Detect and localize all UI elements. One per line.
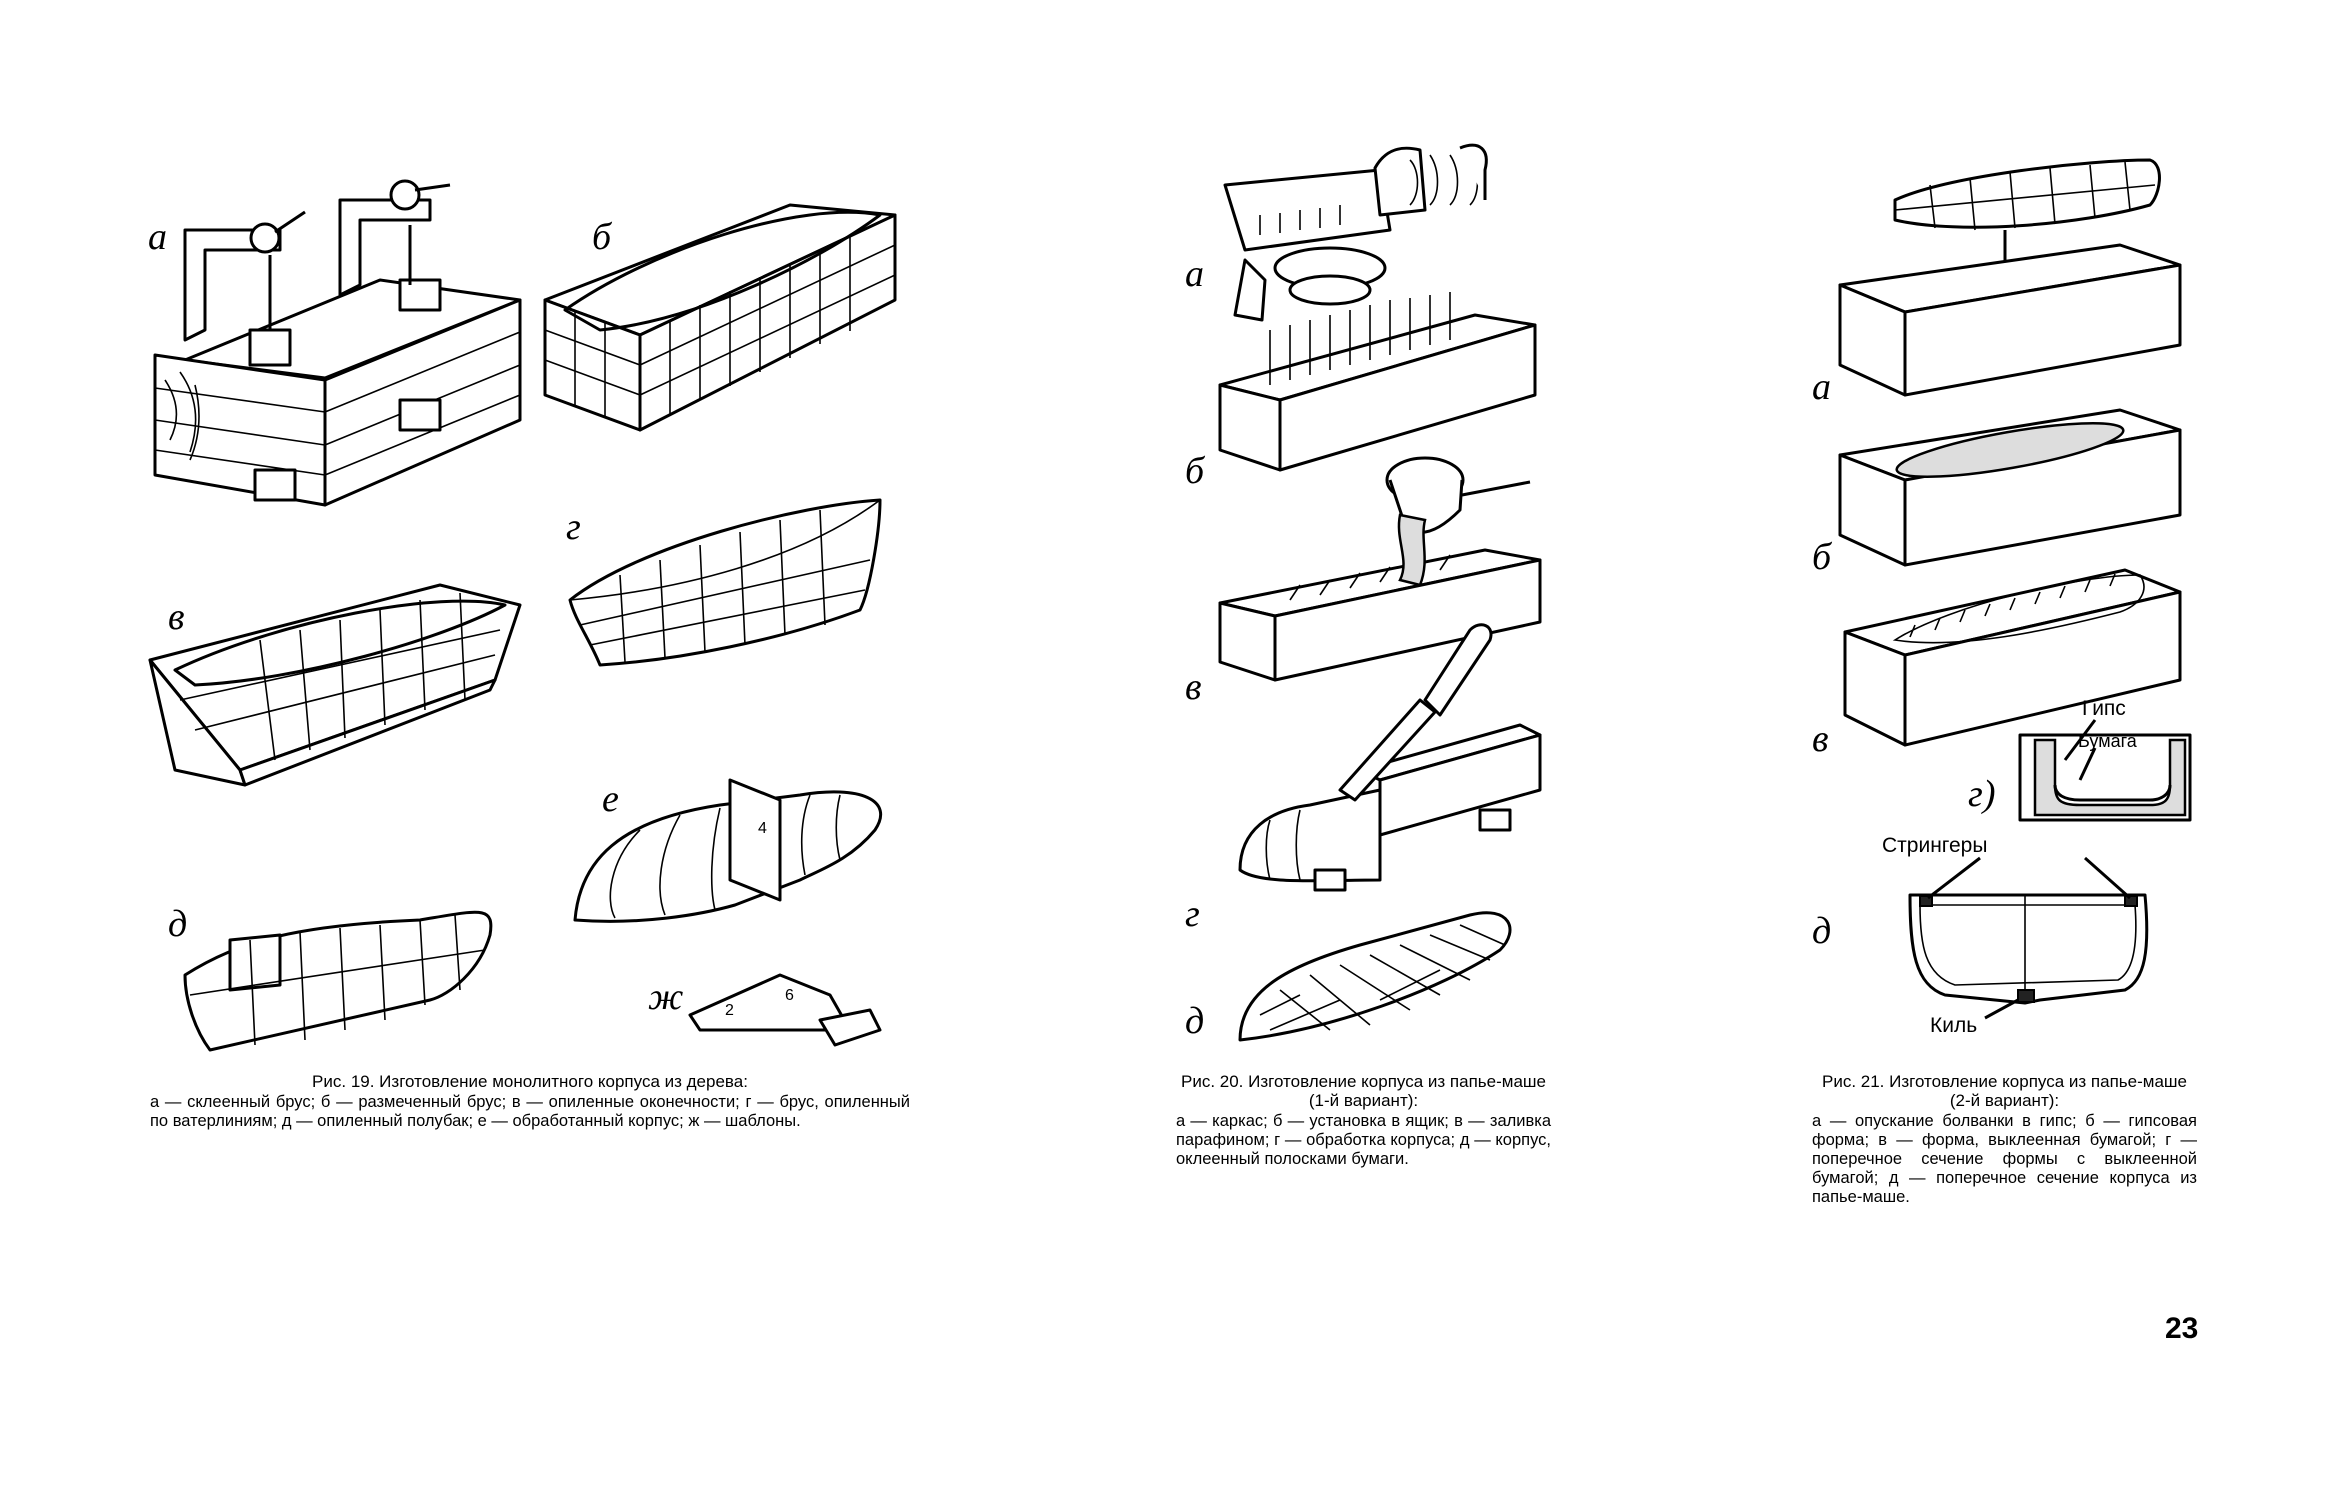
fig19-zh-templates: 2 6: [688, 973, 882, 1047]
fig19-caption: Рис. 19. Изготовление монолитного корпус…: [150, 1072, 910, 1131]
fig20-g-shaping: [1238, 623, 1542, 892]
fig21-v-paper-lined: [1843, 568, 2182, 747]
fig19-label-b: б: [592, 216, 612, 258]
fig20-label-d: д: [1185, 1000, 1205, 1042]
fig21-label-a: а: [1812, 366, 1831, 408]
fig20-b-box: [1218, 292, 1537, 472]
fig20-label-b: б: [1185, 450, 1205, 492]
svg-text:2: 2: [725, 1002, 734, 1019]
fig19-v-sawn-ends: [148, 583, 522, 787]
fig20-label-g: г: [1185, 893, 1200, 935]
fig21-label-d: д: [1812, 910, 1832, 952]
fig21-caption-body: а — опускание болванки в гипс; б — гипсо…: [1812, 1112, 2197, 1206]
fig21-label-b: б: [1812, 536, 1832, 578]
fig19-label-g: г: [566, 506, 581, 548]
fig21-d-hull-section: [1908, 719, 2149, 1020]
fig21-g-cross-section: [2018, 733, 2192, 822]
svg-text:6: 6: [785, 987, 794, 1004]
fig21-label-v: в: [1812, 718, 1829, 760]
fig21-caption-title: Рис. 21. Изготовление корпуса из папье-м…: [1821, 1072, 2187, 1110]
callout-bumaga: Бумага: [2078, 731, 2137, 751]
fig21-label-g: г): [1968, 773, 1996, 815]
fig20-d-paper-hull: [1238, 911, 1512, 1042]
fig19-caption-body: а — склеенный брус; б — размеченный брус…: [150, 1093, 910, 1130]
fig19-label-e: е: [602, 778, 619, 820]
fig20-label-v: в: [1185, 666, 1202, 708]
fig19-label-d: д: [168, 903, 188, 945]
fig19-label-v: в: [168, 596, 185, 638]
fig20-v-paraffin: [1218, 456, 1542, 682]
callout-gips: Гипс: [2082, 697, 2126, 720]
fig19-d-forecastle: [183, 910, 493, 1052]
fig19-label-zh: ж: [648, 976, 684, 1018]
fig20-label-a: а: [1185, 253, 1204, 295]
svg-text:4: 4: [758, 820, 767, 837]
fig20-caption: Рис. 20. Изготовление корпуса из папье-м…: [1176, 1072, 1551, 1169]
fig21-caption: Рис. 21. Изготовление корпуса из папье-м…: [1812, 1072, 2197, 1207]
fig20-a-frame: [1223, 143, 1488, 322]
fig19-g-waterline-block: [568, 498, 882, 667]
fig19-b-marked-block: [543, 203, 897, 432]
fig19-caption-title: Рис. 19. Изготовление монолитного корпус…: [312, 1072, 748, 1091]
fig21-b-plaster-mold: [1838, 408, 2182, 567]
page-number: 23: [2165, 1312, 2199, 1345]
fig20-caption-title: Рис. 20. Изготовление корпуса из папье-м…: [1180, 1072, 1546, 1110]
fig19-e-finished-hull: 4: [573, 778, 883, 923]
fig19-a-clamped-block: [153, 179, 522, 507]
fig21-a-lowering-blank: [1838, 158, 2182, 397]
callout-kil: Киль: [1930, 1014, 1978, 1037]
fig20-caption-body: а — каркас; б — установка в ящик; в — за…: [1176, 1112, 1551, 1168]
callout-stringery: Стрингеры: [1882, 834, 1988, 857]
fig19-label-a: а: [148, 216, 167, 258]
